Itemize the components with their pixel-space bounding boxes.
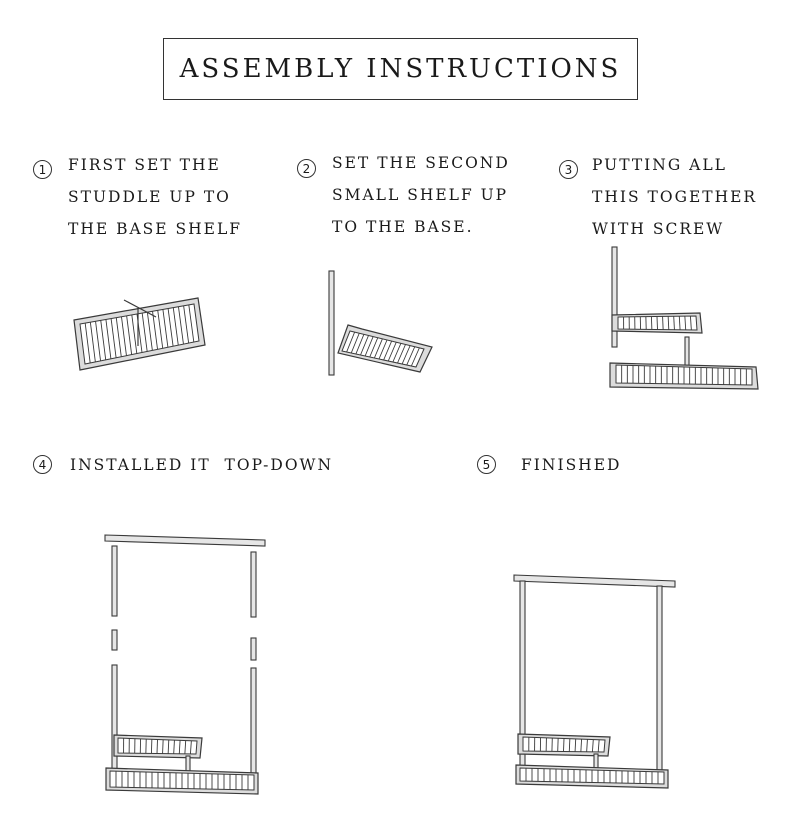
step-4-line-1: INSTALLED IT TOP-DOWN	[70, 456, 334, 474]
step-3-line-2: THIS TOGETHER	[592, 188, 758, 206]
title-box: ASSEMBLY INSTRUCTIONS	[163, 38, 638, 100]
step-1-line-2: STUDDLE UP TO	[68, 188, 231, 206]
step-2-text: SET THE SECOND SMALL SHELF UP TO THE BAS…	[332, 147, 510, 243]
figure-step-5-finished-rack	[513, 574, 676, 789]
step-5-text: FINISHED	[521, 449, 621, 481]
step-number-2: 2	[297, 159, 316, 178]
page-title: ASSEMBLY INSTRUCTIONS	[179, 54, 622, 84]
step-2-line-2: SMALL SHELF UP	[332, 186, 509, 204]
step-1-line-3: THE BASE SHELF	[68, 220, 243, 238]
step-2-line-1: SET THE SECOND	[332, 154, 510, 172]
step-3-line-1: PUTTING ALL	[592, 156, 727, 174]
step-5-line-1: FINISHED	[521, 456, 622, 474]
step-3-text: PUTTING ALL THIS TOGETHER WITH SCREW	[592, 149, 757, 245]
figure-step-4-top-down-install	[104, 534, 266, 795]
step-2-line-3: TO THE BASE.	[332, 218, 474, 236]
step-number-4: 4	[33, 455, 52, 474]
step-4-text: INSTALLED IT TOP-DOWN	[70, 449, 333, 481]
step-number-1: 1	[33, 160, 52, 179]
step-number-5: 5	[477, 455, 496, 474]
figure-step-1-base-shelf	[73, 297, 206, 371]
step-1-text: FIRST SET THE STUDDLE UP TO THE BASE SHE…	[68, 149, 242, 245]
step-number-3: 3	[559, 160, 578, 179]
figure-step-2-small-shelf	[328, 270, 433, 376]
step-1-line-1: FIRST SET THE	[68, 156, 221, 174]
figure-step-3-assembled-parts	[609, 246, 759, 390]
step-3-line-3: WITH SCREW	[592, 220, 725, 238]
